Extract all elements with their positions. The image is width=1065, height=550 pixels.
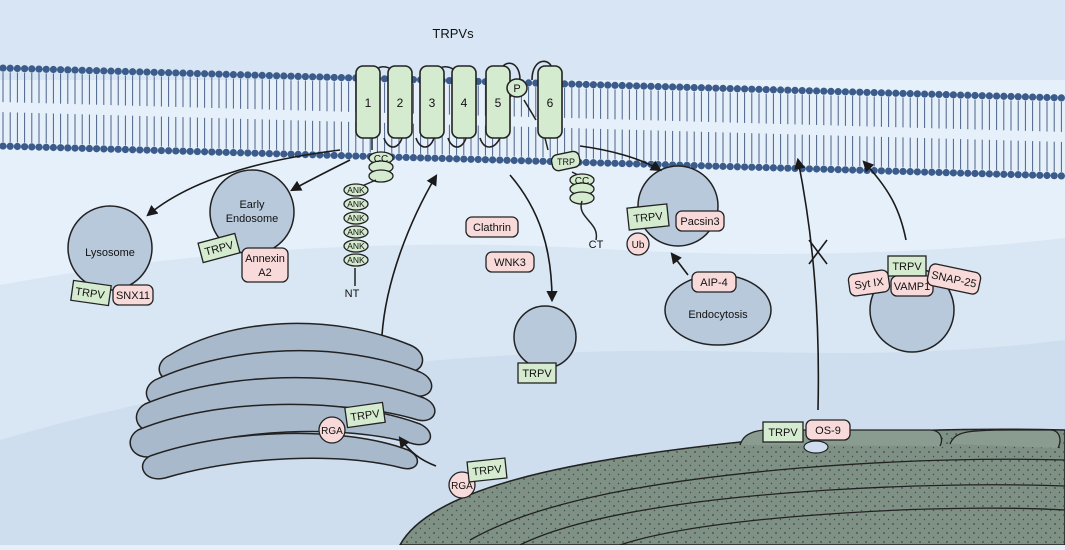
clathrin-label: Clathrin (473, 222, 511, 234)
ank-label: ANK (347, 185, 365, 195)
helix-label: 6 (547, 96, 554, 110)
ct-label: CT (589, 239, 604, 251)
endocytosis-label: Endocytosis (688, 309, 748, 321)
helix-label: 5 (495, 96, 502, 110)
helix-3 (419, 65, 445, 139)
ank-label: ANK (347, 199, 365, 209)
pacsin3-vesicle: TRPV Pacsin3 Ub (626, 165, 725, 256)
early-endosome: Early Endosome TRPV Annexin A2 (197, 169, 295, 283)
c-terminus: TRP CC CT (544, 137, 604, 251)
pore-label: P (513, 83, 520, 95)
golgi-rga-label: RGA (321, 426, 343, 437)
ankyrin-repeat (343, 253, 369, 267)
os9-label: OS-9 (815, 425, 841, 437)
lysosome-label: Lysosome (85, 247, 135, 259)
snare-trpv-label: TRPV (892, 261, 922, 273)
arrow-er-to-golgi (398, 436, 437, 467)
pore-helix (506, 78, 528, 98)
er-trpv-label: TRPV (472, 463, 503, 478)
helix-5 (485, 65, 511, 139)
ank-label: ANK (347, 213, 365, 223)
ankyrin-repeat (343, 211, 369, 225)
endocytosis-body: Endocytosis AIP-4 (664, 271, 772, 346)
golgi-apparatus: RGA TRPV (129, 322, 436, 480)
clathrin-box: Clathrin (465, 216, 519, 238)
pacsin3-label: Pacsin3 (680, 216, 719, 228)
helix-4 (451, 65, 477, 139)
wnk3-box: WNK3 (485, 251, 535, 273)
trpv-channel: TRPVs 1 2 3 4 5 6 P (355, 26, 563, 148)
helix-label: 4 (461, 96, 468, 110)
ank-label: ANK (347, 241, 365, 251)
coiled-coil-label: CC (374, 154, 388, 165)
arrow-endocytosis (670, 252, 689, 276)
lysosome-trpv-label: TRPV (75, 286, 106, 302)
snare-vesicle: TRPV Syt IX VAMP1 SNAP-25 (847, 255, 982, 353)
er-trpv2-label: TRPV (768, 427, 798, 439)
vamp1-label: VAMP1 (894, 281, 930, 293)
lysosome: Lysosome TRPV SNX11 (67, 205, 154, 307)
ankyrin-repeat (343, 225, 369, 239)
arrow-membrane-to-vesicle (509, 174, 558, 303)
vesicle-trpv-label: TRPV (522, 368, 552, 380)
ank-label: ANK (347, 227, 365, 237)
ank-label: ANK (347, 255, 365, 265)
helix-label: 2 (397, 96, 404, 110)
arrow-er-to-membrane (794, 157, 820, 411)
coiled-coil-segment (569, 191, 595, 205)
pacsin-trpv-label: TRPV (633, 210, 664, 225)
er-rga-label: RGA (451, 481, 473, 492)
arrow-to-lysosome (146, 149, 341, 217)
trp-box-label: TRP (557, 157, 575, 167)
endoplasmic-reticulum: RGA TRPV TRPV OS-9 (398, 419, 1065, 546)
helix-2 (387, 65, 413, 139)
helix-6 (537, 65, 563, 139)
ankyrin-repeat (343, 183, 369, 197)
ankyrin-repeat (343, 197, 369, 211)
endosome-label-line2: Endosome (226, 213, 279, 225)
helix-label: 1 (365, 96, 372, 110)
snx11-label: SNX11 (116, 290, 150, 302)
endosome-label-line1: Early (239, 199, 265, 211)
coiled-coil-segment (368, 169, 394, 183)
secretory-vesicle: TRPV (513, 305, 577, 384)
n-terminus: CC ANK ANK ANK ANK ANK ANK NT (343, 138, 394, 300)
wnk3-label: WNK3 (494, 257, 526, 269)
sytix-label: Syt IX (854, 276, 885, 292)
blocked-cross (808, 239, 828, 265)
helix-label: 3 (429, 96, 436, 110)
annexin-label-line2: A2 (258, 267, 271, 279)
ankyrin-repeat (343, 239, 369, 253)
arrow-snare-to-membrane (862, 160, 907, 241)
nt-label: NT (345, 288, 360, 300)
aip4-label: AIP-4 (700, 277, 728, 289)
trafficking-arrows (146, 145, 907, 467)
trpv-title: TRPVs (432, 26, 474, 41)
helix-1 (355, 65, 381, 139)
ubiquitin-label: Ub (632, 240, 645, 251)
arrow-to-endosome (290, 159, 351, 192)
coiled-coil-label: CC (575, 176, 589, 187)
annexin-label-line1: Annexin (245, 253, 285, 265)
golgi-trpv-label: TRPV (350, 408, 381, 424)
arrow-golgi-to-membrane (381, 174, 438, 336)
arrow-to-pacsin (579, 145, 662, 172)
